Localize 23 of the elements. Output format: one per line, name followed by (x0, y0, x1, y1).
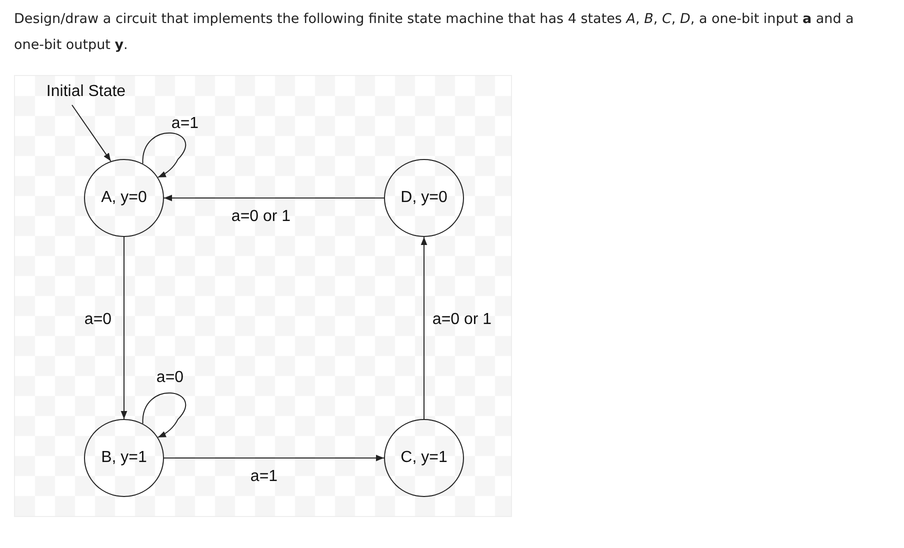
edge-label: a=0 (84, 311, 112, 329)
state-name: D, y=0 (400, 189, 448, 207)
transition-arrow (72, 104, 112, 162)
transition-arrow (164, 194, 384, 202)
edge-label: a=1 (250, 468, 278, 486)
question-text: Design/draw a circuit that implements the following finite state machine that has 4 states A, B, C, D, a one-bit input a and a one-bit output y. (14, 10, 854, 55)
edge-label: a=0 or 1 (231, 208, 291, 226)
self-loop-arrow (142, 132, 186, 178)
state-name: B, y=1 (101, 449, 147, 467)
start-label: Initial State (41, 81, 131, 103)
state-circle (384, 419, 464, 497)
edge-label: a=1 (171, 115, 199, 133)
transition-arrow (420, 236, 428, 420)
state-circle (84, 159, 164, 237)
state-circle (84, 419, 164, 497)
edge-label: a=0 (156, 369, 184, 387)
edge-label: a=0 or 1 (432, 311, 492, 329)
transition-arrow (120, 236, 128, 420)
self-loop-arrow (142, 392, 186, 438)
state-circle (384, 159, 464, 237)
transition-arrow (164, 454, 384, 462)
state-name: C, y=1 (400, 449, 448, 467)
state-name: A, y=0 (101, 189, 147, 207)
